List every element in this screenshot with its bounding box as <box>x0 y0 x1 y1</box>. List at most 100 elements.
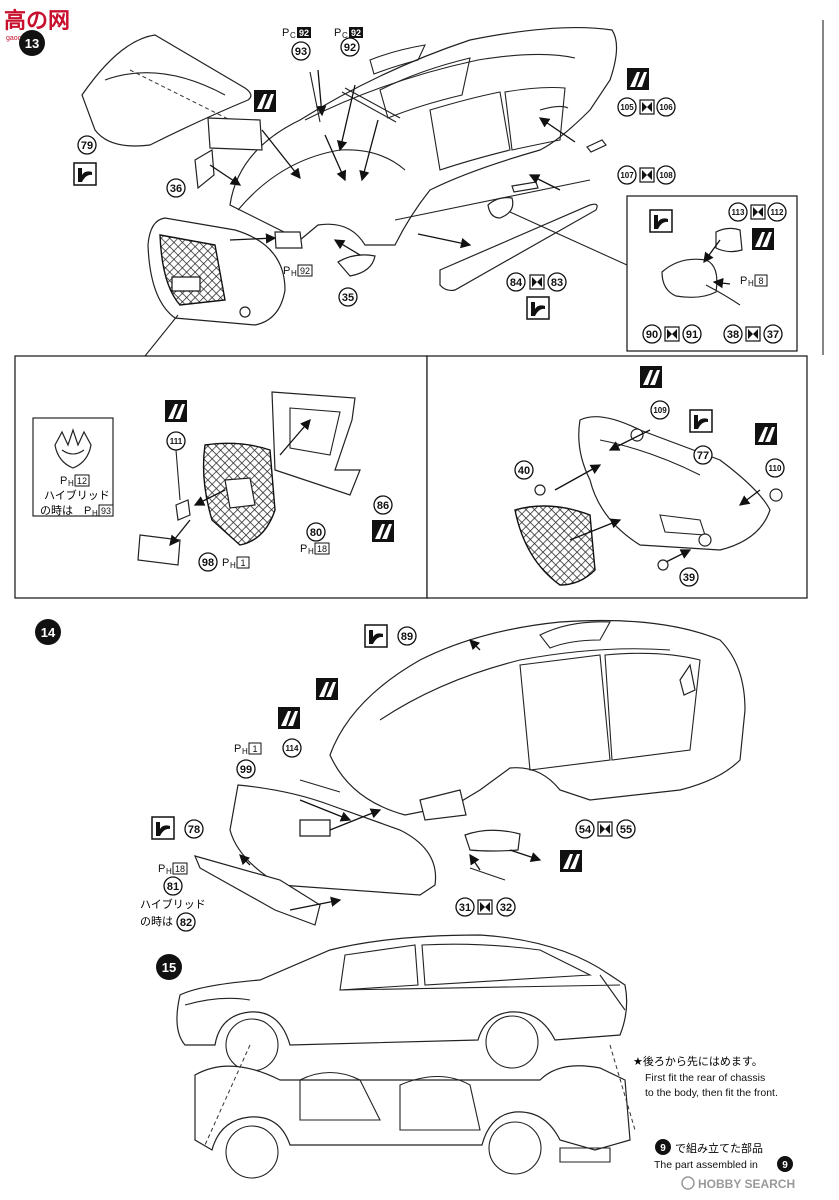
part-label-32: 32 <box>496 897 516 917</box>
svg-text:H: H <box>242 747 248 756</box>
svg-text:78: 78 <box>188 824 200 836</box>
svg-text:1: 1 <box>252 744 257 754</box>
part-window-tint <box>207 117 263 151</box>
part-36-fender-piece <box>194 148 215 190</box>
svg-text:91: 91 <box>686 329 698 341</box>
svg-text:12: 12 <box>77 476 87 486</box>
hobby-search-watermark: HOBBY SEARCH <box>681 1176 795 1191</box>
svg-text:P: P <box>283 265 290 277</box>
mirror-detail-content: 113 112 P H 8 90 91 38 <box>642 202 787 344</box>
part-40-light <box>534 484 546 496</box>
svg-text:H: H <box>166 867 172 876</box>
svg-text:H: H <box>308 547 314 556</box>
svg-text:86: 86 <box>377 500 389 512</box>
hybrid-note-13: ハイブリッド <box>44 488 110 502</box>
part-107-strip <box>511 181 539 193</box>
car-rear-body <box>329 619 746 821</box>
svg-text:39: 39 <box>683 572 695 584</box>
svg-text:9: 9 <box>782 1160 788 1171</box>
plate-ref-pc92-left: P C 92 <box>282 27 311 40</box>
svg-text:98: 98 <box>202 557 214 569</box>
pair-icon-90-91 <box>664 326 680 342</box>
bumper-detail-content: 109 110 77 40 39 <box>514 366 785 587</box>
svg-text:P: P <box>234 743 241 755</box>
part-label-54: 54 <box>575 819 595 839</box>
part-39-light <box>657 559 669 571</box>
assembled-note-en: The part assembled in <box>654 1159 758 1171</box>
paint-icon-78 <box>151 816 175 840</box>
svg-text:9: 9 <box>660 1143 666 1154</box>
svg-text:H: H <box>748 279 754 288</box>
svg-text:80: 80 <box>310 527 322 539</box>
svg-text:92: 92 <box>299 28 309 38</box>
svg-text:H: H <box>291 269 297 278</box>
part-54-taillight <box>464 829 521 852</box>
plate-ref-ph92: P H 92 <box>283 264 313 278</box>
plate-ref-ph8: P H 8 <box>740 274 768 288</box>
part-label-39: 39 <box>679 567 699 587</box>
part-side-skirt <box>439 203 598 292</box>
svg-text:37: 37 <box>767 329 779 341</box>
svg-text:の時は: の時は <box>40 504 73 517</box>
labels-step-13: P C 92 P C 92 93 92 79 36 P <box>73 27 676 320</box>
site-logo-text: 高の网 <box>4 8 70 34</box>
part-label-90: 90 <box>642 324 662 344</box>
svg-text:P: P <box>334 27 341 39</box>
part-door-handle-105 <box>586 139 607 153</box>
glue-icon-handles <box>627 68 649 90</box>
svg-text:108: 108 <box>659 171 673 180</box>
paint-icon-89 <box>364 624 388 648</box>
part-label-113: 113 <box>728 202 748 222</box>
part-label-111: 111 <box>166 431 186 451</box>
part-label-82: 82 <box>176 912 196 932</box>
part-label-108: 108 <box>656 165 676 185</box>
chassis <box>194 1065 631 1179</box>
svg-text:35: 35 <box>342 292 354 304</box>
part-mirror-cover <box>715 227 743 253</box>
paint-icon-bumper <box>689 409 713 433</box>
plate-ref-ph1b: P H 1 <box>234 742 262 756</box>
svg-text:82: 82 <box>180 917 192 929</box>
part-label-91: 91 <box>682 324 702 344</box>
svg-text:55: 55 <box>620 824 632 836</box>
svg-text:P: P <box>300 543 307 555</box>
glue-icon-mirror <box>752 228 774 250</box>
part-label-31: 31 <box>455 897 475 917</box>
part-label-40: 40 <box>514 460 534 480</box>
hybrid-ref-13: の時は P H 93 <box>40 504 114 518</box>
assembly-arrows-13 <box>209 69 576 256</box>
svg-text:38: 38 <box>727 329 739 341</box>
assembled-note-jp: で組み立てた部品 <box>675 1141 763 1155</box>
svg-text:83: 83 <box>551 277 563 289</box>
svg-text:93: 93 <box>101 506 111 516</box>
part-garnish <box>274 231 303 249</box>
svg-text:P: P <box>222 557 229 569</box>
svg-text:92: 92 <box>300 266 310 276</box>
assembly-arrows-14 <box>239 639 542 911</box>
pair-icon-107-108 <box>639 167 655 183</box>
part-mirror-small <box>487 197 514 219</box>
part-31-lens <box>469 867 506 881</box>
step-14-badge: 14 <box>35 619 61 645</box>
part-label-86: 86 <box>373 495 393 515</box>
svg-text:P: P <box>158 863 165 875</box>
plate-ref-pc92-right: P C 92 <box>334 27 363 40</box>
glue-icon-taillight <box>560 850 582 872</box>
svg-text:90: 90 <box>646 329 658 341</box>
svg-text:15: 15 <box>162 960 176 975</box>
grille-assembled <box>514 505 596 586</box>
part-label-105: 105 <box>617 97 637 117</box>
svg-text:1: 1 <box>240 558 245 568</box>
part-label-80: 80 <box>306 522 326 542</box>
glue-icon-windows <box>254 90 276 112</box>
svg-text:77: 77 <box>697 450 709 462</box>
glue-icon-110 <box>755 423 777 445</box>
part-35-headlight <box>337 254 376 277</box>
svg-text:84: 84 <box>510 277 523 289</box>
part-label-84: 84 <box>506 272 526 292</box>
part-label-81: 81 <box>163 876 183 896</box>
pair-icon-54-55 <box>597 821 613 837</box>
part-label-114: 114 <box>282 738 302 758</box>
part-mirror-housing <box>661 258 718 298</box>
